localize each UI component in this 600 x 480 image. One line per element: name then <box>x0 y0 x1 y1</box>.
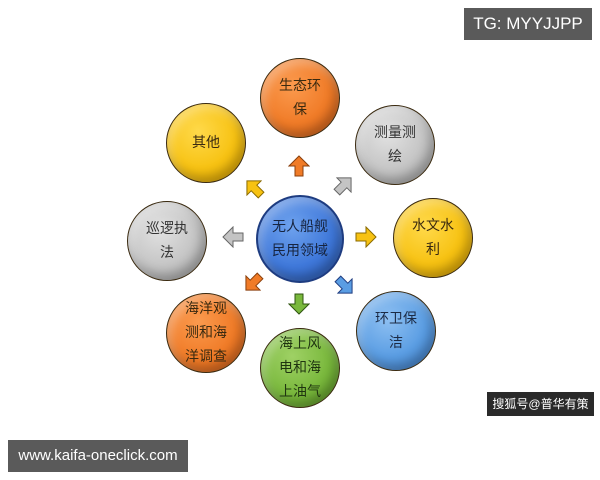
center-node: 无人船舰民用领域 <box>256 195 344 283</box>
arrow-up-right-icon <box>333 177 352 196</box>
node-eco: 生态环保 <box>260 58 340 138</box>
arrow-left-icon <box>222 226 244 248</box>
tg-watermark: TG: MYYJJPP <box>464 8 592 40</box>
node-ocean-label: 海洋观测和海洋调查 <box>185 301 227 365</box>
node-other: 其他 <box>166 103 246 183</box>
arrow-down-icon <box>288 293 310 315</box>
arrow-right-icon <box>355 226 377 248</box>
node-eco-label: 生态环保 <box>279 78 321 118</box>
node-wind-label: 海上风电和海上油气 <box>279 336 321 400</box>
node-survey-label: 测量测绘 <box>374 125 416 165</box>
arrow-up-left-icon <box>246 180 265 199</box>
node-hydro: 水文水利 <box>393 198 473 278</box>
node-other-label: 其他 <box>192 135 220 151</box>
arrow-down-left-icon <box>245 272 264 291</box>
arrow-up-icon <box>288 155 310 177</box>
node-survey: 测量测绘 <box>355 105 435 185</box>
node-patrol-label: 巡逻执法 <box>146 221 188 261</box>
node-hydro-label: 水文水利 <box>412 218 454 258</box>
site-watermark: www.kaifa-oneclick.com <box>8 440 188 472</box>
node-ocean: 海洋观测和海洋调查 <box>166 293 246 373</box>
node-sanitation: 环卫保洁 <box>356 291 436 371</box>
node-wind: 海上风电和海上油气 <box>260 328 340 408</box>
center-label: 无人船舰民用领域 <box>272 219 328 259</box>
node-patrol: 巡逻执法 <box>127 201 207 281</box>
sohu-watermark: 搜狐号@普华有策 <box>487 392 594 416</box>
arrow-down-right-icon <box>334 275 353 294</box>
node-sanitation-label: 环卫保洁 <box>375 311 417 351</box>
